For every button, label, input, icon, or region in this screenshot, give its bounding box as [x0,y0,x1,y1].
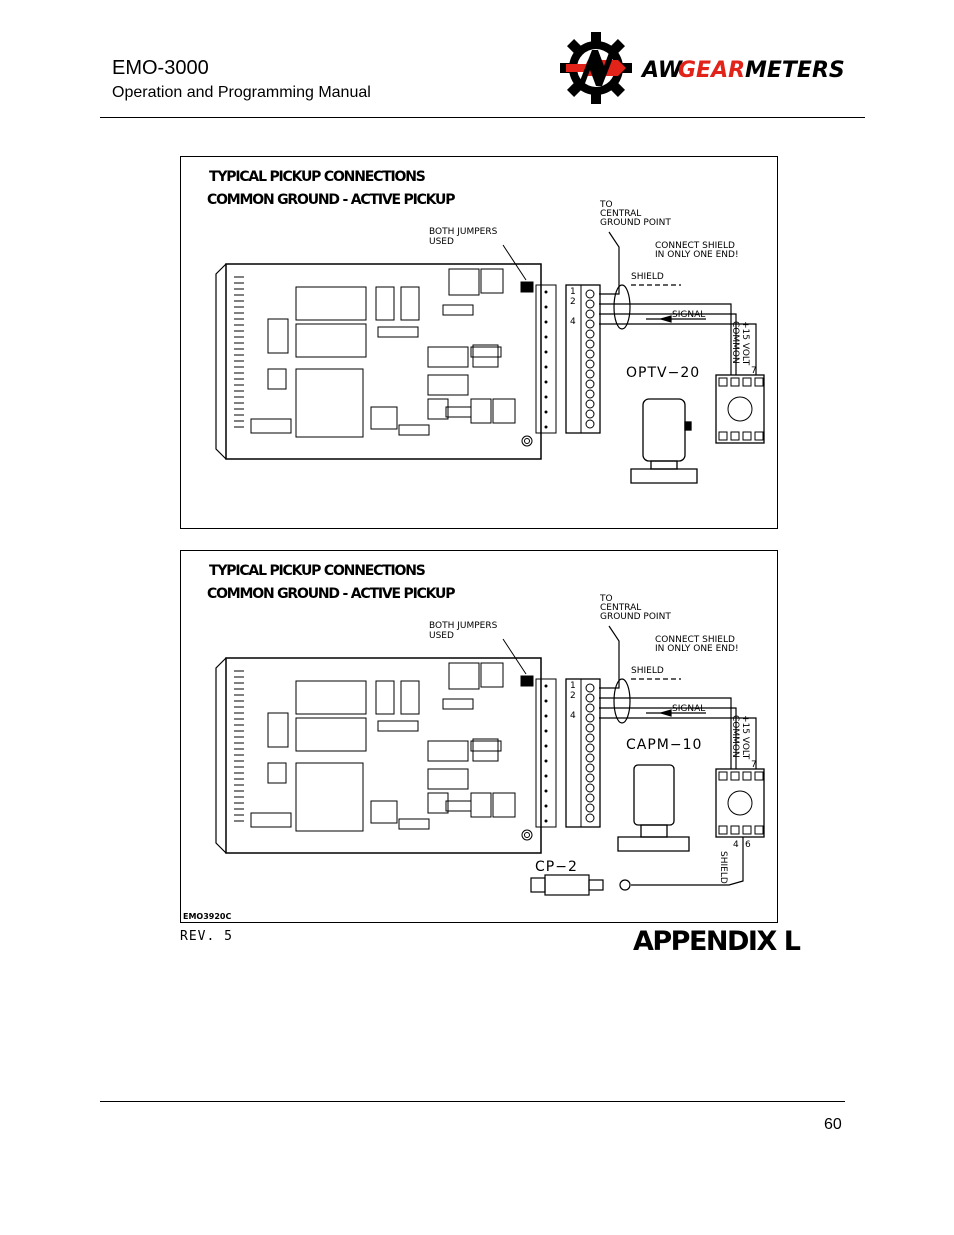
jumpers-pointer [502,244,527,281]
terminal-4-label: 4 [570,711,576,721]
connect-shield-label-1: CONNECT SHIELD [655,635,735,645]
wiring-diagram-capm10: TYPICAL PICKUP CONNECTIONS COMMON GROUND… [180,550,778,923]
signal-label: SIGNAL [672,704,705,714]
logo-meters-text: METERS [745,58,845,83]
jumpers-label-2: USED [429,631,454,641]
connect-shield-label-2: IN ONLY ONE END! [655,250,739,260]
board-edge-pins [234,670,244,822]
header-divider [100,117,865,118]
shield-vertical-label: SHIELD [718,851,728,884]
gear-icon [560,32,632,104]
connect-shield-label-1: CONNECT SHIELD [655,241,735,251]
wiring-diagram-svg: TYPICAL PICKUP CONNECTIONS COMMON GROUND… [207,169,765,484]
diagram-heading-2: COMMON GROUND - ACTIVE PICKUP [207,586,455,602]
pin-4-label: 4 [733,840,739,850]
ground-point-label: GROUND POINT [600,612,671,622]
drawing-number: EMO3920C [183,912,231,921]
terminal-strip [565,284,601,434]
board-ic-rows [250,304,502,436]
revision-label: REV. 5 [180,929,233,944]
pin-7-label: 7 [751,760,757,770]
to-label: TO [599,594,613,604]
volt-label: +15 VOLT [740,715,750,760]
ground-point-label: GROUND POINT [600,218,671,228]
board-connector-dots [544,290,548,429]
wiring [599,231,757,375]
footer-divider [100,1101,845,1102]
model-label: CAPM−10 [626,737,702,753]
terminal-2-label: 2 [570,691,576,701]
common-label: COMMON [730,715,740,758]
page-number: 60 [824,1116,842,1133]
socket-base [715,768,765,838]
shield-label: SHIELD [631,272,664,282]
common-label: COMMON [730,321,740,364]
terminal-1-label: 1 [570,287,576,297]
terminal-4-label: 4 [570,317,576,327]
document-title: EMO-3000 [112,57,209,79]
board-edge-pins [234,276,244,428]
terminal-2-label: 2 [570,297,576,307]
jumpers-pointer [502,638,527,675]
diagram-heading-2: COMMON GROUND - ACTIVE PICKUP [207,192,455,208]
jumpers-label-1: BOTH JUMPERS [429,621,498,631]
board-connector-dots [544,684,548,823]
appendix-title: APPENDIX L [633,926,801,957]
diagram-heading-1: TYPICAL PICKUP CONNECTIONS [209,563,426,579]
capm10-pickup-sensor [617,764,690,852]
logo-aw-text: AW [640,58,684,83]
pin-6-label: 6 [745,840,751,850]
board-ic-rows [377,698,502,830]
diagram-heading-1: TYPICAL PICKUP CONNECTIONS [209,169,426,185]
volt-label: +15 VOLT [740,321,750,366]
to-label: TO [599,200,613,210]
optv20-pickup-sensor [630,398,698,484]
central-label: CENTRAL [600,603,641,613]
aw-gear-meters-logo: AW GEAR METERS [560,32,845,104]
model-label: OPTV−20 [626,365,700,381]
jumpers-label-1: BOTH JUMPERS [429,227,498,237]
jumpers-label-2: USED [429,237,454,247]
wiring-diagram-optv20: TYPICAL PICKUP CONNECTIONS COMMON GROUND… [180,156,778,529]
cp2-cable-connector [530,874,631,896]
cable-label: CP−2 [535,859,578,875]
wiring-diagram-svg: TYPICAL PICKUP CONNECTIONS COMMON GROUND… [183,563,765,921]
terminal-1-label: 1 [570,681,576,691]
logo-gear-text: GEAR [678,58,745,83]
signal-label: SIGNAL [672,310,705,320]
document-subtitle: Operation and Programming Manual [112,84,371,101]
connect-shield-label-2: IN ONLY ONE END! [655,644,739,654]
wiring [599,625,757,886]
circuit-board [215,657,557,854]
shield-label: SHIELD [631,666,664,676]
terminal-strip [565,678,601,828]
central-label: CENTRAL [600,209,641,219]
socket-base [715,374,765,444]
circuit-board [215,263,557,460]
pin-7-label: 7 [751,366,757,376]
